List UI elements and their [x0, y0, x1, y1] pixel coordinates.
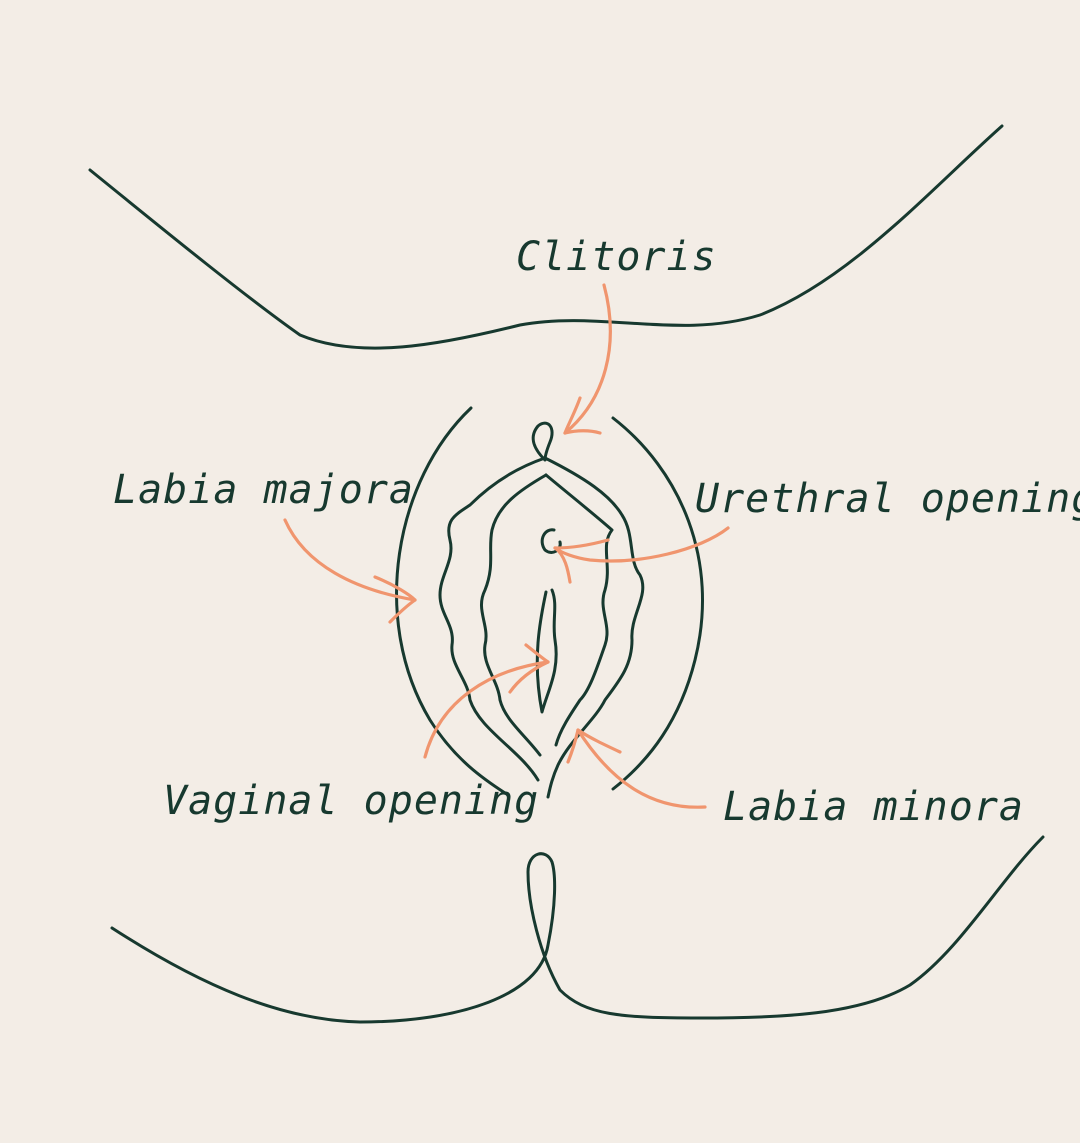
labia-minora-right-outer: [543, 456, 645, 799]
labia-majora-arrow: [283, 518, 417, 624]
labia-minora-right-inner: [544, 473, 614, 747]
label-urethral-opening: Urethral opening: [695, 476, 1080, 522]
labia-minora-left-outer: [438, 456, 547, 782]
urethral-opening-arrow: [553, 526, 730, 584]
labia-majora-left-outline: [395, 406, 507, 795]
lower-body-contour-left: [110, 852, 702, 1024]
upper-body-contour: [88, 124, 1004, 350]
label-vaginal-opening: Vaginal opening: [163, 778, 539, 824]
clitoral-hood-loop: [531, 421, 554, 462]
vaginal-opening-shape: [535, 588, 558, 714]
clitoris-arrow: [563, 283, 612, 435]
labia-minora-left-inner: [480, 473, 548, 757]
label-labia-minora: Labia minora: [723, 784, 1024, 830]
labia-majora-right-outline: [611, 416, 704, 791]
label-clitoris: Clitoris: [516, 234, 717, 280]
vaginal-opening-arrow: [423, 643, 550, 759]
label-labia-majora: Labia majora: [113, 467, 414, 513]
lower-body-contour-right: [698, 835, 1045, 1020]
labia-minora-arrow: [566, 728, 707, 809]
